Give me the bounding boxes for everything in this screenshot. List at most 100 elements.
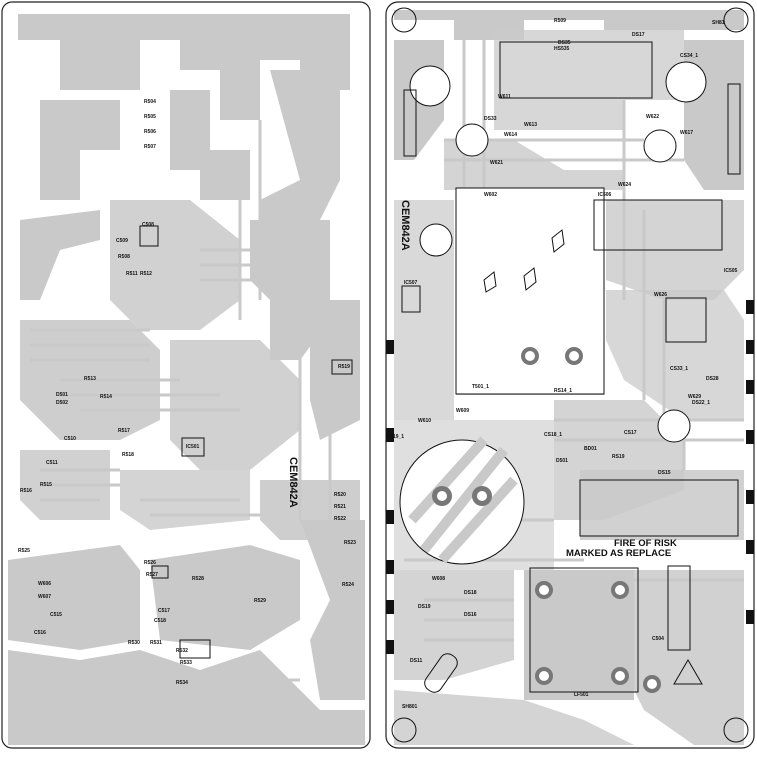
- label-w609: W609: [456, 408, 469, 414]
- left-part-label: R523: [344, 540, 356, 546]
- label-w629: W629: [688, 394, 701, 400]
- left-part-label: R519: [338, 364, 350, 370]
- left-part-label: R528: [192, 576, 204, 582]
- board-outline: [385, 1, 755, 749]
- left-part-label: R529: [254, 598, 266, 604]
- left-part-label: R518: [122, 452, 134, 458]
- label-lf501: LF501: [574, 692, 589, 698]
- left-part-label: W607: [38, 594, 51, 600]
- left-part-label: R512: [140, 271, 152, 277]
- label-ds16: DS16: [464, 612, 477, 618]
- label-sh801: SH801: [402, 704, 418, 710]
- label-bd01: BD01: [584, 446, 597, 452]
- left-part-label: D501: [56, 392, 68, 398]
- label-w617: W617: [680, 130, 693, 136]
- right-model-label: CEM842A: [399, 200, 411, 251]
- left-part-label: C516: [34, 630, 46, 636]
- left-part-label: C518: [154, 618, 166, 624]
- left-part-label: R514: [100, 394, 112, 400]
- label-cs19: CS19_1: [386, 434, 404, 440]
- left-part-label: C509: [116, 238, 128, 244]
- pcb-bottom-layer-svg: R504 R505 R506 R507 C508 C509 R508 R511 …: [1, 1, 371, 749]
- label-w624: W624: [618, 182, 631, 188]
- label-ds33: DS33: [484, 116, 497, 122]
- left-part-label: R506: [144, 129, 156, 135]
- label-w621: W621: [490, 160, 503, 166]
- label-w626: W626: [654, 292, 667, 298]
- left-part-label: C515: [50, 612, 62, 618]
- label-ds28: DS28: [706, 376, 719, 382]
- label-ds19: DS19: [418, 604, 431, 610]
- label-cs33: CS33_1: [670, 366, 688, 372]
- label-rs19: RS19: [612, 454, 625, 460]
- heatsinks-and-ics: [401, 41, 741, 537]
- label-rs14: RS14_1: [554, 388, 572, 394]
- left-part-label: C510: [64, 436, 76, 442]
- left-part-label: R517: [118, 428, 130, 434]
- left-part-label: IC501: [186, 444, 200, 450]
- left-part-label: R525: [18, 548, 30, 554]
- label-w611: W611: [498, 94, 511, 100]
- left-part-label: C511: [46, 460, 58, 466]
- left-part-label: W606: [38, 581, 51, 587]
- left-part-label: C517: [158, 608, 170, 614]
- warning-line-1: FIRE OF RISK: [614, 538, 677, 549]
- left-part-label: R504: [144, 99, 156, 105]
- label-c504: C504: [652, 636, 664, 642]
- left-part-label: R511: [126, 271, 138, 277]
- left-part-label: R524: [342, 582, 354, 588]
- left-part-label: D502: [56, 400, 68, 406]
- label-ds11: DS11: [410, 658, 422, 664]
- edge-tabs: [386, 300, 754, 654]
- bulk-capacitor: [399, 436, 525, 565]
- left-part-label: R530: [128, 640, 140, 646]
- label-ic505: IC505: [724, 268, 738, 274]
- left-part-label: R533: [180, 660, 192, 666]
- label-ds18: DS18: [464, 590, 477, 596]
- left-model-label: CEM842A: [287, 457, 299, 508]
- left-part-label: R521: [334, 504, 346, 510]
- label-ds15: DS15: [658, 470, 671, 476]
- left-part-label: R516: [20, 488, 32, 494]
- electrolytic-caps: [409, 61, 707, 443]
- label-cs17: CS17: [624, 430, 637, 436]
- left-part-label: R534: [176, 680, 188, 686]
- label-w614: W614: [504, 132, 517, 138]
- label-ds22: DS22_1: [692, 400, 710, 406]
- board-outline: [1, 1, 371, 749]
- label-w608: W608: [432, 576, 445, 582]
- label-w610: W610: [418, 418, 431, 424]
- label-w622: W622: [646, 114, 659, 120]
- label-hs535: HS535: [554, 46, 570, 52]
- left-labels: R504 R505 R506 R507 C508 C509 R508 R511 …: [18, 99, 356, 686]
- label-ic506: IC506: [598, 192, 612, 198]
- label-cs18: CS18_1: [544, 432, 562, 438]
- warning-line-2: MARKED AS REPLACE: [566, 548, 671, 559]
- pcb-top-layer-panel: T501_1: [384, 0, 757, 752]
- label-ds35: DS35: [558, 40, 571, 46]
- left-part-label: R515: [40, 482, 52, 488]
- label-sh81: SH81: [712, 20, 725, 26]
- transformer-t501: T501_1: [455, 187, 605, 395]
- left-part-label: R531: [150, 640, 162, 646]
- label-w602: W602: [484, 192, 497, 198]
- left-part-label: R508: [118, 254, 130, 260]
- left-part-label: R507: [144, 144, 156, 150]
- label-ic507: IC507: [404, 280, 418, 286]
- mounting-holes: [391, 7, 749, 743]
- label-t501: T501_1: [472, 384, 489, 390]
- left-part-label: R522: [334, 516, 346, 522]
- label-d501: D501: [556, 458, 568, 464]
- left-part-label: R526: [144, 560, 156, 566]
- left-small-components: [139, 225, 353, 659]
- label-r509: R509: [554, 18, 566, 24]
- pcb-bottom-layer-panel: R504 R505 R506 R507 C508 C509 R508 R511 …: [0, 0, 373, 752]
- left-part-label: C508: [142, 222, 154, 228]
- left-part-label: R505: [144, 114, 156, 120]
- label-ds17: DS17: [632, 32, 645, 38]
- copper-traces: [8, 14, 365, 745]
- left-part-label: R520: [334, 492, 346, 498]
- label-cs34: CS34_1: [680, 53, 698, 59]
- left-part-label: R513: [84, 376, 96, 382]
- label-w613: W613: [524, 122, 537, 128]
